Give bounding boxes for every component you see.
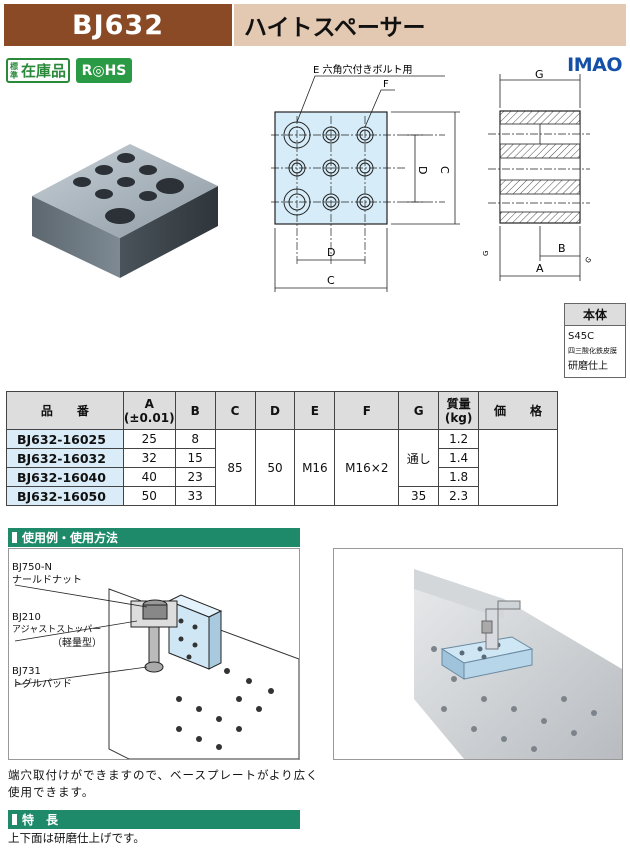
finish-mark-right: G: [584, 256, 594, 266]
cell-f: M16×2: [334, 429, 400, 506]
callout-bj731-code: BJ731: [12, 666, 41, 677]
col-price: 価 格: [478, 391, 558, 430]
features-section-title: 特 長: [8, 810, 300, 829]
part-number: BJ632-16025: [6, 429, 124, 449]
stock-badge-small: 標準: [10, 61, 18, 80]
callout-e: E 六角穴付きボルト用: [313, 63, 413, 76]
stock-badge: 標準 在庫品: [6, 58, 70, 83]
material-line-3: 研磨仕上: [568, 361, 608, 372]
material-line-1: S45C: [568, 331, 595, 342]
col-mass: 質量 (kg): [438, 391, 480, 430]
label-d-side: D: [416, 166, 429, 174]
description-text: 端穴取付けができますので、ベースプレートがより広く使用できます。: [8, 768, 319, 799]
part-number: BJ632-16050: [6, 486, 124, 506]
col-d: D: [254, 391, 296, 430]
cell-mass: 1.8: [438, 467, 480, 487]
block-left-face: [32, 196, 120, 278]
cell-mass: 1.2: [438, 429, 480, 449]
front-view-drawing: E 六角穴付きボルト用 F D C D C: [271, 63, 460, 292]
cell-e: M16: [294, 429, 336, 506]
block-right-face: [120, 186, 218, 278]
part-number: BJ632-16032: [6, 448, 124, 468]
cell-c: 85: [214, 429, 256, 506]
usage-illustration-frame: BJ750-N ナールドナット BJ210 アジャストストッパー （軽量型） B…: [8, 548, 300, 760]
table-row: BJ632-16050 50 33 35 2.3: [6, 486, 558, 506]
cell-a: 40: [122, 467, 176, 487]
cell-mass: 1.4: [438, 448, 480, 468]
side-view-drawing: G B A G G: [482, 68, 594, 281]
label-g: G: [535, 68, 544, 81]
cell-b: 8: [174, 429, 216, 449]
cell-g: 35: [398, 486, 440, 506]
label-c-side: C: [438, 166, 451, 174]
cell-b: 23: [174, 467, 216, 487]
usage-section-title: 使用例・使用方法: [8, 528, 300, 547]
callout-bj731: BJ731 トグルパッド: [12, 665, 72, 691]
callout-bj750-code: BJ750-N: [12, 562, 52, 573]
col-g: G: [398, 391, 440, 430]
callout-bj210-sub: （軽量型）: [52, 638, 102, 649]
finish-mark-left: G: [482, 251, 490, 256]
cell-g-through: 通し: [398, 429, 440, 487]
label-c-bottom: C: [327, 274, 335, 287]
label-d-bottom: D: [327, 246, 335, 259]
usage-photo-frame: [333, 548, 623, 760]
features-text: 上下面は研磨仕上げです。: [8, 831, 145, 845]
col-part-number: 品 番: [6, 391, 124, 430]
cell-a: 50: [122, 486, 176, 506]
product-name: ハイトスペーサー: [234, 4, 626, 46]
material-header: 本体: [565, 304, 625, 326]
stock-badge-label: 在庫品: [21, 62, 67, 80]
cell-mass: 2.3: [438, 486, 480, 506]
cell-d: 50: [254, 429, 296, 506]
col-a: A (±0.01): [122, 391, 176, 430]
cell-a: 32: [122, 448, 176, 468]
block-top-face: [32, 144, 218, 238]
block-holes: [73, 153, 184, 224]
cell-a: 25: [122, 429, 176, 449]
callout-bj731-name: トグルパッド: [12, 679, 72, 690]
rohs-badge: R◎HS: [76, 58, 132, 83]
cell-price: [478, 429, 558, 506]
cell-b: 15: [174, 448, 216, 468]
part-number: BJ632-16040: [6, 467, 124, 487]
col-f: F: [334, 391, 400, 430]
imao-logo: IMAO: [567, 54, 622, 76]
label-a: A: [536, 262, 544, 275]
callout-bj210-name: アジャストストッパー: [12, 625, 102, 635]
usage-photo: [334, 549, 622, 759]
spec-table: 品 番 A (±0.01) B C D E F G 質量 (kg) 価 格 BJ…: [6, 391, 558, 506]
label-f: F: [383, 79, 389, 90]
col-e: E: [294, 391, 336, 430]
usage-illustration: [14, 584, 299, 759]
callout-bj210-code: BJ210: [12, 612, 41, 623]
col-b: B: [174, 391, 216, 430]
callout-bj210: BJ210 アジャストストッパー （軽量型）: [12, 611, 102, 650]
material-line-2: 四三酸化鉄皮膜: [568, 347, 617, 355]
label-b: B: [558, 242, 566, 255]
callout-bj750: BJ750-N ナールドナット: [12, 561, 82, 587]
product-code: BJ632: [4, 4, 232, 46]
material-box: 本体 S45C 四三酸化鉄皮膜 研磨仕上: [564, 303, 626, 378]
cell-b: 33: [174, 486, 216, 506]
col-c: C: [214, 391, 256, 430]
table-row: BJ632-16025 25 8 85 50 M16 M16×2 通し 1.2: [6, 429, 558, 506]
callout-bj750-name: ナールドナット: [12, 575, 82, 586]
product-3d-image: [32, 144, 218, 278]
